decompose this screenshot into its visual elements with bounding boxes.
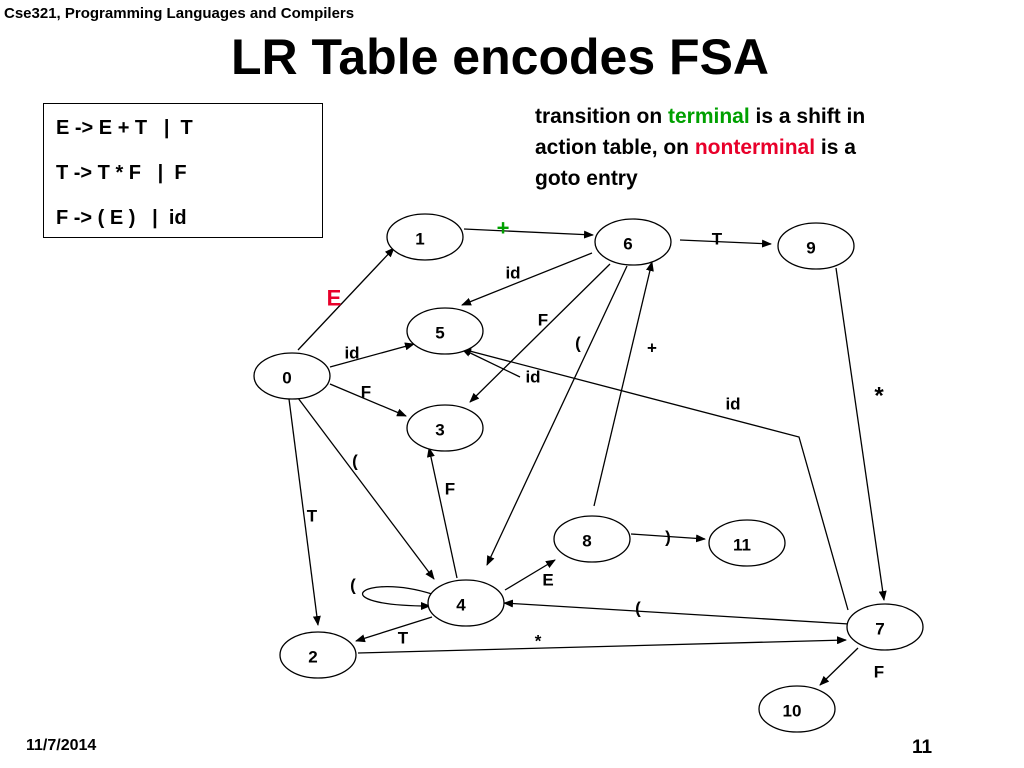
state-6: 6: [594, 218, 672, 266]
transition-label-6-to-4: (: [575, 334, 581, 353]
transition-label-7-to-5: id: [725, 395, 740, 414]
transition-note: transition on terminal is a shift in act…: [535, 101, 895, 194]
transition-label-4-to-4: (: [350, 576, 356, 595]
transition-7-to-4: [503, 599, 850, 625]
state-1: 1: [386, 213, 464, 261]
state-10-circle: [758, 685, 836, 733]
state-4-label: 4: [456, 596, 466, 615]
state-2-label: 2: [308, 648, 317, 667]
transition-6-to-9: [679, 239, 772, 248]
state-10: 10: [758, 685, 836, 733]
transition-6-to-5: [461, 252, 593, 306]
transition-label-4-to-3: F: [445, 480, 455, 499]
note-text-3: is a goto entry: [535, 136, 856, 190]
grammar-box: E -> E + T | T T -> T * F | F F -> ( E )…: [43, 103, 323, 238]
transition-label-0-to-3: F: [361, 383, 371, 402]
state-9: 9: [777, 222, 855, 270]
note-nonterminal-word: nonterminal: [694, 136, 816, 159]
state-0-circle: [253, 352, 331, 400]
transition-4-to-3: [426, 447, 458, 579]
transition-label-6-to-9: T: [712, 230, 723, 249]
transition-0-to-1: [297, 247, 395, 351]
transition-label-2-to-7: *: [535, 632, 542, 651]
state-7: 7: [846, 603, 924, 651]
note-text-2: is a shift in action table, on: [535, 105, 866, 159]
note-text-1: transition on: [535, 105, 668, 128]
transition-label-7-to-10: F: [874, 663, 884, 682]
state-9-circle: [777, 222, 855, 270]
transition-label-4-to-2: T: [398, 629, 409, 648]
transition-0-to-4: [297, 397, 435, 580]
transition-label-4-to-8: E: [542, 571, 553, 590]
transition-label-7-to-4: (: [635, 599, 641, 618]
transition-label-9-to-7: *: [874, 383, 884, 410]
transition-2-to-7: [357, 636, 847, 654]
transition-label-1-to-6: +: [497, 216, 510, 241]
state-0: 0: [253, 352, 331, 400]
state-0-label: 0: [282, 369, 291, 388]
transition-label-0-to-4: (: [352, 452, 358, 471]
transition-label-8-to-6: +: [647, 339, 657, 358]
grammar-rule-e: E -> E + T | T: [56, 117, 193, 139]
transition-4-to-5: [461, 348, 521, 378]
transition-0-to-3: [329, 383, 407, 417]
state-3: 3: [406, 404, 484, 452]
state-4: 4: [427, 579, 505, 627]
transition-4-to-4: [361, 585, 433, 610]
transition-4-to-2: [355, 616, 433, 643]
state-2-circle: [279, 631, 357, 679]
transition-label-6-to-3: F: [538, 311, 548, 330]
state-8-label: 8: [582, 532, 591, 551]
state-6-label: 6: [623, 235, 632, 254]
transition-1-to-6: [463, 228, 594, 239]
state-8-circle: [553, 515, 631, 563]
state-3-circle: [406, 404, 484, 452]
state-11: 11: [708, 519, 786, 567]
slide-page-number: 11: [912, 737, 933, 758]
transition-label-0-to-1: E: [327, 286, 342, 311]
grammar-rule-t: T -> T * F | F: [56, 162, 187, 184]
state-6-circle: [594, 218, 672, 266]
transition-6-to-4: [486, 265, 628, 566]
state-11-circle: [708, 519, 786, 567]
transition-label-8-to-11: ): [665, 528, 671, 547]
transition-6-to-3: [469, 263, 611, 403]
slide-date: 11/7/2014: [26, 737, 97, 754]
state-1-circle: [386, 213, 464, 261]
note-terminal-word: terminal: [668, 105, 750, 128]
state-7-circle: [846, 603, 924, 651]
slide-title: LR Table encodes FSA: [230, 29, 770, 85]
transition-label-0-to-2: T: [307, 507, 318, 526]
state-5-label: 5: [435, 324, 444, 343]
state-1-label: 1: [415, 230, 424, 249]
transition-7-to-5: [461, 347, 849, 611]
state-10-label: 10: [783, 702, 802, 721]
state-7-label: 7: [875, 620, 884, 639]
transition-7-to-10: [819, 647, 859, 686]
state-9-label: 9: [806, 239, 815, 258]
state-2: 2: [279, 631, 357, 679]
state-5: 5: [406, 307, 484, 355]
transition-8-to-11: [630, 533, 706, 543]
state-5-circle: [406, 307, 484, 355]
transition-8-to-6: [593, 261, 654, 507]
state-4-circle: [427, 579, 505, 627]
transition-0-to-5: [329, 342, 415, 368]
transition-4-to-8: [504, 559, 556, 591]
transition-label-0-to-5: id: [344, 344, 359, 363]
state-3-label: 3: [435, 421, 444, 440]
transition-0-to-2: [288, 398, 321, 626]
transition-label-6-to-5: id: [505, 264, 520, 283]
transition-label-4-to-5: id: [525, 368, 540, 387]
grammar-rule-f: F -> ( E ) | id: [56, 207, 187, 229]
transition-9-to-7: [835, 267, 887, 601]
state-11-label: 11: [733, 536, 751, 555]
course-header: Cse321, Programming Languages and Compil…: [4, 5, 355, 22]
fsa-transitions: [288, 228, 887, 686]
fsa-states: 0 1 2 3 4 5 6 7 8 9 10 11: [253, 213, 924, 733]
state-8: 8: [553, 515, 631, 563]
